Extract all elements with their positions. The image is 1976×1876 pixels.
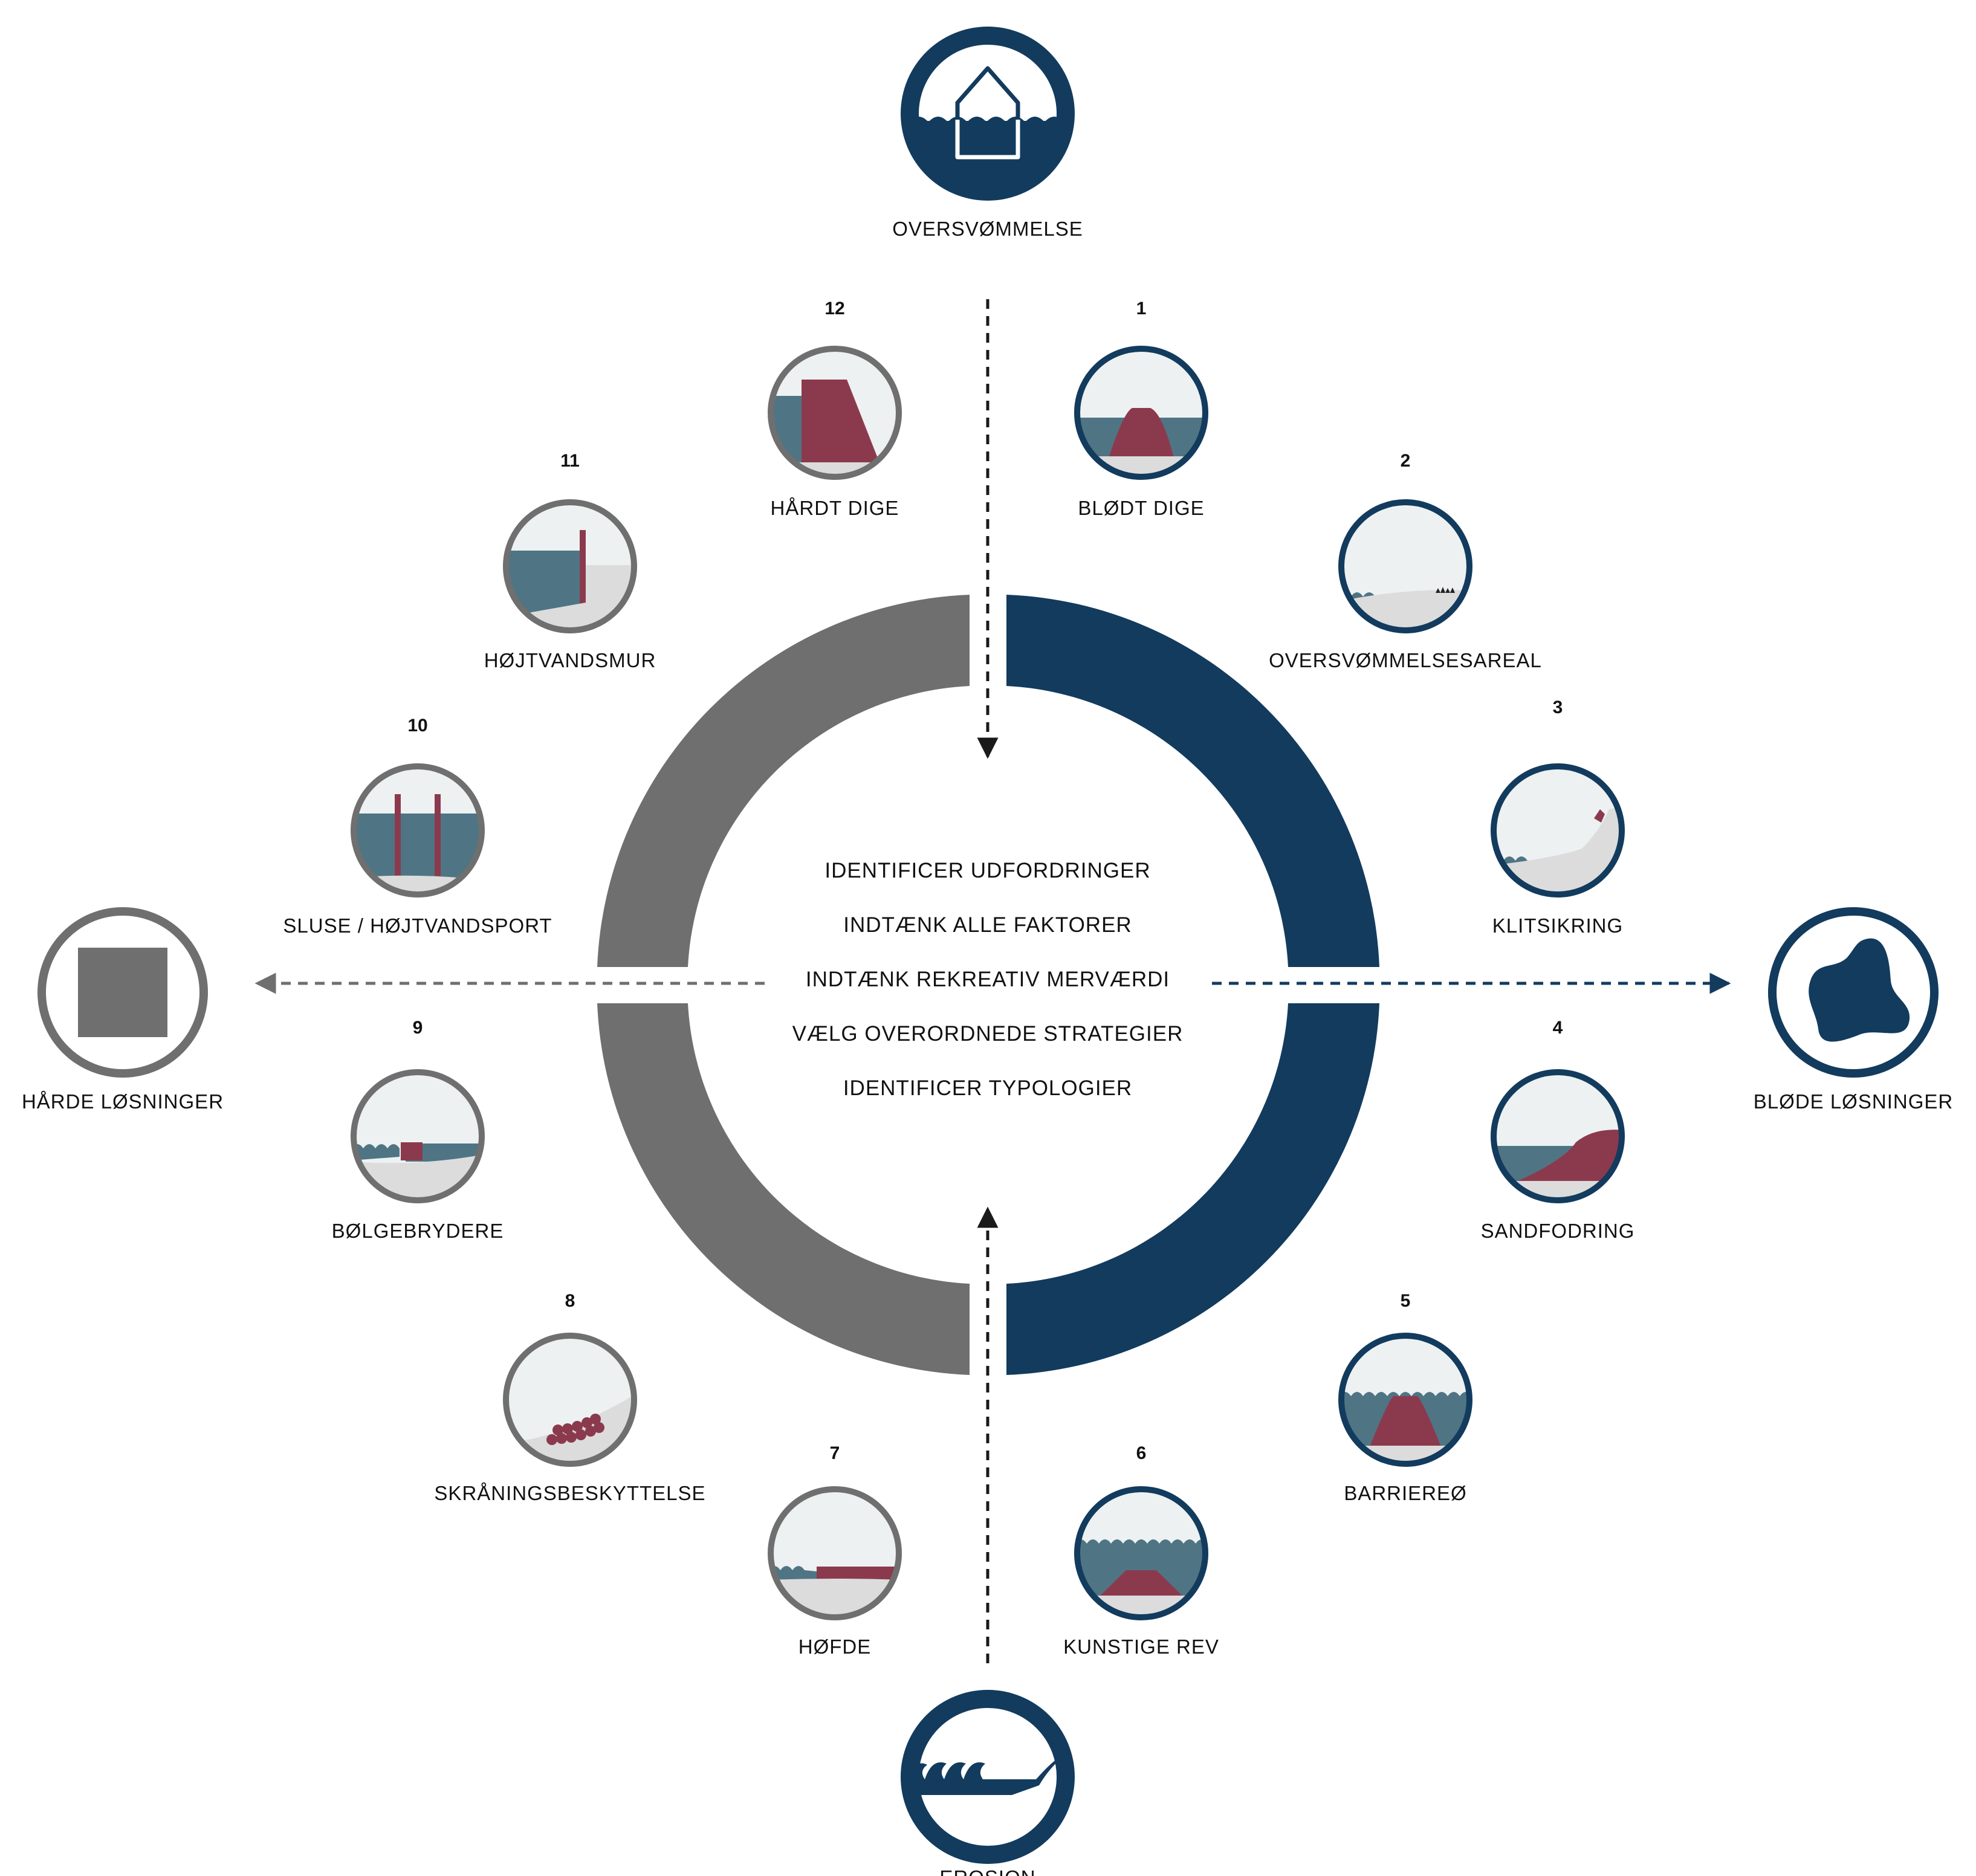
typology-number: 3: [1553, 697, 1563, 717]
typology-8: 8 SKRÅNINGSBESKYTTELSE: [434, 1291, 705, 1504]
right-node: [1768, 907, 1939, 1078]
wave-erosion-icon: [910, 1703, 1065, 1851]
typology-label: SKRÅNINGSBESKYTTELSE: [434, 1482, 705, 1504]
center-step: IDENTIFICER TYPOLOGIER: [843, 1076, 1132, 1100]
center-steps: IDENTIFICER UDFORDRINGER INDTÆNK ALLE FA…: [792, 859, 1184, 1100]
hard-dike-icon: [768, 346, 902, 480]
typology-number: 4: [1553, 1018, 1563, 1038]
typology-3: 3 KLITSIKRING: [1491, 697, 1625, 937]
soft-dike-icon: [1074, 346, 1208, 480]
typology-9: 9 BØLGEBRYDERE: [332, 1018, 504, 1242]
typology-4: 4 SANDFODRING: [1481, 1018, 1635, 1242]
flood-area-icon: [1338, 499, 1472, 633]
hard-solutions-arc-lower: [597, 1003, 970, 1375]
typology-number: 12: [824, 299, 844, 319]
top-node-label: OVERSVØMMELSE: [892, 218, 1083, 240]
hard-solutions-arc: [597, 595, 970, 967]
square-icon: [78, 948, 167, 1037]
typology-label: BARRIEREØ: [1344, 1482, 1466, 1504]
typology-number: 1: [1136, 299, 1147, 319]
floodwall-icon: [503, 499, 637, 633]
typology-label: KUNSTIGE REV: [1063, 1635, 1219, 1658]
typology-label: HØFDE: [798, 1635, 872, 1658]
typology-number: 10: [407, 716, 427, 736]
left-node: [37, 907, 208, 1078]
typology-6: 6 KUNSTIGE REV: [1063, 1443, 1219, 1658]
sand-nourishment-icon: [1491, 1069, 1625, 1203]
breakwater-icon: [351, 1069, 485, 1203]
typology-12: 12 HÅRDT DIGE: [768, 299, 902, 519]
barrier-island-icon: [1338, 1333, 1472, 1467]
typology-number: 8: [565, 1291, 575, 1311]
typology-label: HØJTVANDSMUR: [484, 649, 656, 671]
typology-number: 2: [1401, 451, 1411, 471]
typology-number: 11: [560, 451, 580, 471]
right-node-label: BLØDE LØSNINGER: [1754, 1090, 1953, 1113]
soft-solutions-arc: [1006, 595, 1379, 967]
groyne-icon: [768, 1486, 902, 1620]
typology-5: 5 BARRIEREØ: [1338, 1291, 1472, 1504]
typology-label: HÅRDT DIGE: [771, 497, 899, 519]
dune-protection-icon: [1491, 763, 1625, 898]
center-step: INDTÆNK REKREATIV MERVÆRDI: [806, 968, 1170, 991]
typology-label: SANDFODRING: [1481, 1220, 1635, 1242]
typology-1: 1 BLØDT DIGE: [1074, 299, 1208, 519]
bottom-node: [901, 1690, 1075, 1864]
typology-2: 2 OVERSVØMMELSESAREAL: [1269, 451, 1542, 671]
typology-number: 6: [1136, 1443, 1147, 1463]
center-step: VÆLG OVERORDNEDE STRATEGIER: [792, 1022, 1184, 1046]
typology-number: 7: [830, 1443, 840, 1463]
artificial-reef-icon: [1074, 1486, 1208, 1620]
typology-label: BØLGEBRYDERE: [332, 1220, 504, 1242]
center-step: INDTÆNK ALLE FAKTORER: [843, 913, 1132, 937]
bottom-node-label: EROSION: [939, 1866, 1035, 1876]
slope-protection-icon: [503, 1333, 637, 1467]
typology-7: 7 HØFDE: [768, 1443, 902, 1658]
typology-label: OVERSVØMMELSESAREAL: [1269, 649, 1542, 671]
central-ring: [597, 595, 1379, 1375]
soft-solutions-arc-lower: [1006, 1003, 1379, 1375]
typology-number: 5: [1401, 1291, 1411, 1311]
blob-icon: [1809, 938, 1910, 1042]
sluice-gate-icon: [351, 763, 485, 898]
typology-label: BLØDT DIGE: [1078, 497, 1204, 519]
left-node-label: HÅRDE LØSNINGER: [22, 1090, 224, 1113]
top-node: [901, 27, 1075, 201]
center-step: IDENTIFICER UDFORDRINGER: [824, 859, 1150, 882]
typology-10: 10 SLUSE / HØJTVANDSPORT: [283, 716, 552, 937]
typology-label: SLUSE / HØJTVANDSPORT: [283, 914, 552, 937]
typology-number: 9: [413, 1018, 423, 1038]
typology-11: 11 HØJTVANDSMUR: [484, 451, 656, 671]
typology-label: KLITSIKRING: [1492, 914, 1623, 937]
